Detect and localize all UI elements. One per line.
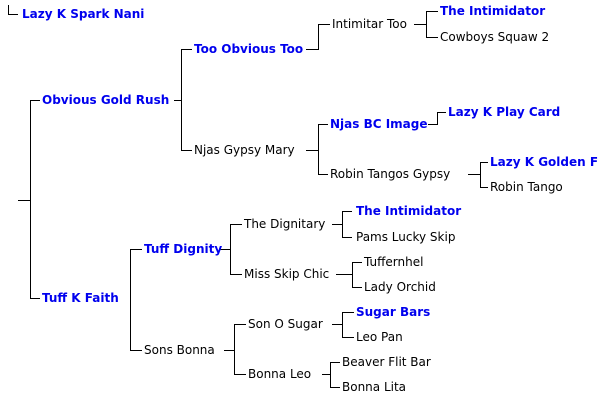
dam-link[interactable]: Tuff K Faith — [42, 291, 119, 305]
sire-dam-dam-name: Robin Tangos Gypsy — [330, 167, 450, 181]
dam-sire-sire-name: The Dignitary — [243, 217, 325, 231]
sire-sire-sire-name: Intimitar Too — [332, 17, 407, 31]
horse-names: Lazy K Spark Nani Obvious Gold Rush Too … — [22, 4, 598, 394]
dam-sire-link[interactable]: Tuff Dignity — [144, 242, 222, 256]
dam-dam-dam-sire-name: Beaver Flit Bar — [342, 355, 431, 369]
dam-dam-sire-name: Son O Sugar — [248, 317, 323, 331]
sire-dam-dam-dam-name: Robin Tango — [490, 180, 563, 194]
connector-lines — [8, 5, 488, 388]
sire-dam-name: Njas Gypsy Mary — [194, 143, 295, 157]
sire-sire-sire-dam-name: Cowboys Squaw 2 — [440, 30, 549, 44]
dam-dam-dam-dam-name: Bonna Lita — [342, 380, 406, 394]
dam-sire-sire-sire-link[interactable]: The Intimidator — [356, 204, 461, 218]
dam-sire-dam-name: Miss Skip Chic — [244, 267, 329, 281]
dam-dam-sire-dam-name: Leo Pan — [356, 330, 403, 344]
sire-sire-link[interactable]: Too Obvious Too — [194, 42, 303, 56]
sire-dam-sire-sire-link[interactable]: Lazy K Play Card — [448, 105, 560, 119]
subject-horse-link[interactable]: Lazy K Spark Nani — [22, 7, 144, 21]
sire-link[interactable]: Obvious Gold Rush — [42, 93, 169, 107]
dam-dam-sire-sire-link[interactable]: Sugar Bars — [356, 305, 430, 319]
dam-dam-dam-name: Bonna Leo — [248, 367, 311, 381]
sire-dam-dam-sire-link[interactable]: Lazy K Golden F — [490, 155, 598, 169]
dam-sire-dam-sire-name: Tuffernhel — [363, 255, 423, 269]
dam-sire-sire-dam-name: Pams Lucky Skip — [356, 230, 455, 244]
dam-sire-dam-dam-name: Lady Orchid — [364, 280, 436, 294]
sire-sire-sire-sire-link[interactable]: The Intimidator — [440, 4, 545, 18]
sire-dam-sire-link[interactable]: Njas BC Image — [330, 117, 428, 131]
dam-dam-name: Sons Bonna — [144, 343, 215, 357]
